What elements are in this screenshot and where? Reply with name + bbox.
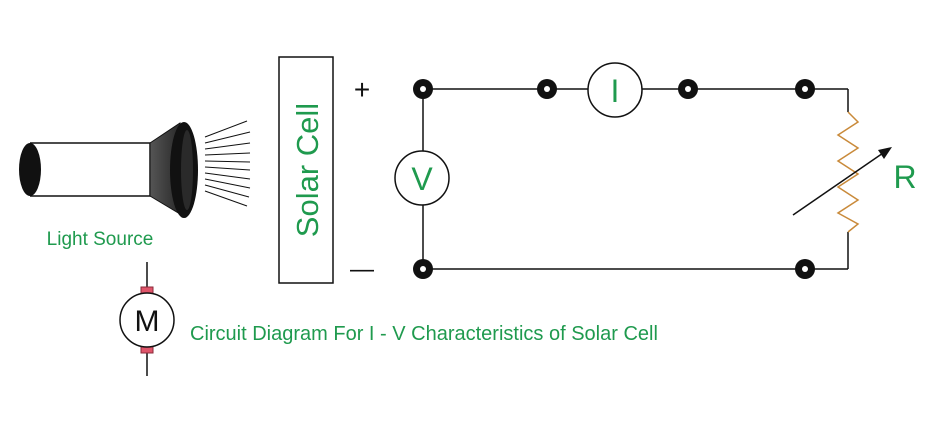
resistor-label: R [893,159,916,195]
resistor-arrow-head [878,147,892,159]
terminal-top-right [795,79,815,99]
plus-terminal-label: + [354,74,370,105]
terminal-ammeter-left [537,79,557,99]
resistor-arrow-shaft [792,150,887,216]
voltmeter-label: V [411,161,433,197]
light-rays [204,120,251,207]
flashlight-lens-inner [181,130,193,210]
resistor-zigzag [836,111,860,233]
solar-cell-box [278,56,334,284]
variable-resistor: R [792,111,917,233]
voltmeter-circle [394,150,450,206]
terminals [413,79,815,279]
terminal-ammeter-right [678,79,698,99]
flashlight-barrel [30,142,151,197]
light-source-label: Light Source [47,229,154,250]
motor: M [119,262,175,376]
wires [422,88,849,270]
motor-label: M [135,305,160,338]
ammeter-circle [587,62,643,118]
motor-circle [119,292,175,348]
terminal-bottom-right [795,259,815,279]
solar-cell-label: Solar Cell [290,103,325,237]
flashlight-back-cap [19,143,41,196]
terminal-bottom-left [413,259,433,279]
light-source [19,120,251,218]
terminal-top-left [413,79,433,99]
ammeter: I [587,62,643,118]
minus-terminal-label: — [350,256,374,283]
voltmeter: V [394,150,450,206]
ammeter-label: I [611,73,620,109]
diagram-caption: Circuit Diagram For I - V Characteristic… [190,323,658,345]
